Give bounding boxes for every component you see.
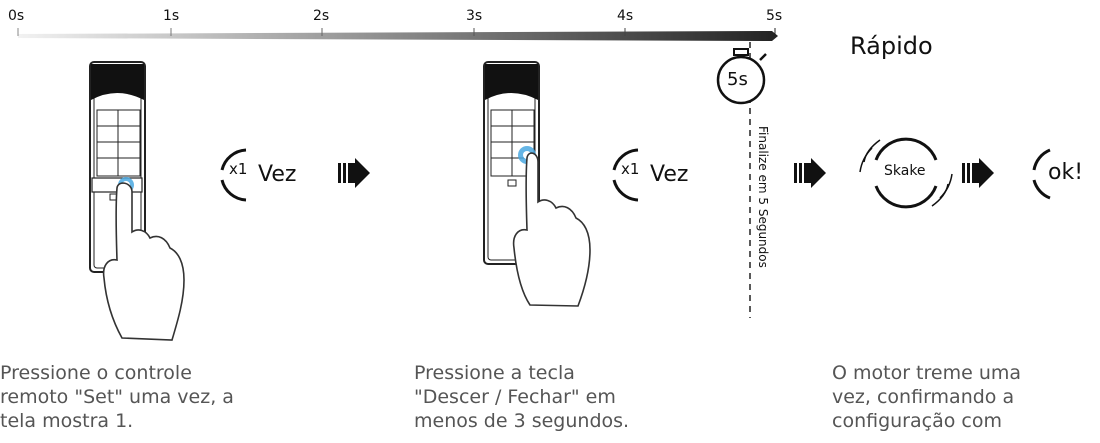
caption-step-3: O motor treme uma vez, confirmando a con… — [832, 361, 1021, 433]
timeline-bar — [17, 28, 778, 41]
caption-step-2: Pressione a tecla "Descer / Fechar" em m… — [414, 361, 629, 433]
ok-label: ok! — [1048, 160, 1084, 185]
hand-1 — [102, 182, 185, 341]
tick-4s: 4s — [617, 8, 634, 24]
stopwatch-icon — [716, 48, 767, 105]
shake-label: Skake — [884, 163, 926, 179]
caption-step-1: Pressione o controle remoto "Set" uma ve… — [0, 361, 234, 433]
tick-3s: 3s — [466, 8, 483, 24]
step-arrow-3 — [962, 158, 994, 188]
step-arrow-1 — [338, 158, 370, 188]
rotate-arrows-2 — [612, 148, 639, 202]
hand-2 — [512, 152, 591, 307]
caption-line: configuração com — [832, 410, 1002, 432]
tick-2s: 2s — [313, 8, 330, 24]
tick-5s: 5s — [766, 8, 783, 24]
caption-line: Pressione o controle — [0, 362, 192, 384]
caption-line: tela mostra 1. — [0, 410, 134, 432]
count-label-2: x1 — [621, 160, 640, 178]
caption-line: menos de 3 segundos. — [414, 410, 630, 432]
speed-title: Rápido — [850, 32, 933, 60]
tick-0s: 0s — [8, 8, 25, 24]
shake-icon — [859, 137, 953, 209]
caption-line: O motor treme uma — [832, 362, 1022, 384]
tick-1s: 1s — [163, 8, 180, 24]
timer-label: 5s — [727, 69, 748, 90]
remote-control-2 — [483, 61, 540, 265]
action-label-1: Vez — [258, 162, 297, 187]
rotate-arrows-1 — [220, 148, 247, 202]
ok-icon — [1032, 148, 1051, 200]
caption-line: remoto "Set" uma vez, a — [0, 386, 234, 408]
step-arrow-2 — [794, 158, 826, 188]
count-label-1: x1 — [229, 160, 248, 178]
action-label-2: Vez — [650, 162, 689, 187]
caption-line: "Descer / Fechar" em — [414, 386, 616, 408]
deadline-label: Finalize em 5 Segundos — [756, 126, 770, 268]
caption-line: vez, confirmando a — [832, 386, 1015, 408]
caption-line: Pressione a tecla — [414, 362, 575, 384]
